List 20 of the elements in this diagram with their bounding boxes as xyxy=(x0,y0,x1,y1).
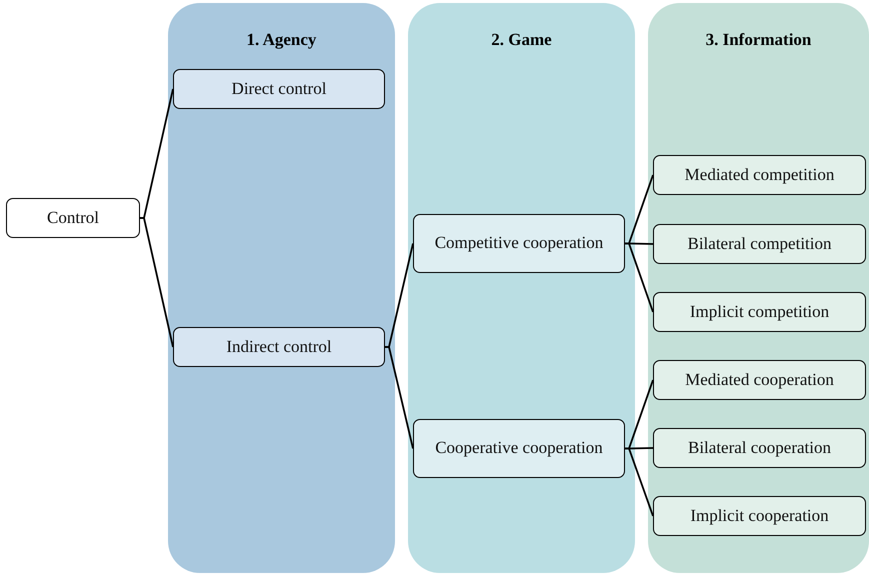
category-box: Bilateral competition xyxy=(653,224,866,264)
category-box: Implicit cooperation xyxy=(653,496,866,536)
column-heading: 2. Game xyxy=(491,29,552,51)
column-band xyxy=(648,3,869,573)
category-box: Competitive cooperation xyxy=(413,214,625,273)
category-box: Control xyxy=(6,198,140,238)
category-box: Direct control xyxy=(173,69,385,109)
category-box: Mediated cooperation xyxy=(653,360,866,400)
category-box: Cooperative cooperation xyxy=(413,419,625,478)
column-heading: 1. Agency xyxy=(246,29,316,51)
connector-line xyxy=(625,448,654,516)
category-box: Bilateral cooperation xyxy=(653,428,866,468)
category-box: Indirect control xyxy=(173,327,385,367)
category-box: Implicit competition xyxy=(653,292,866,332)
connector-line xyxy=(625,242,654,312)
column-heading: 3. Information xyxy=(706,29,812,51)
column-band xyxy=(408,3,635,573)
column-band xyxy=(168,3,395,573)
category-box: Mediated competition xyxy=(653,155,866,195)
connector-line xyxy=(140,217,174,348)
